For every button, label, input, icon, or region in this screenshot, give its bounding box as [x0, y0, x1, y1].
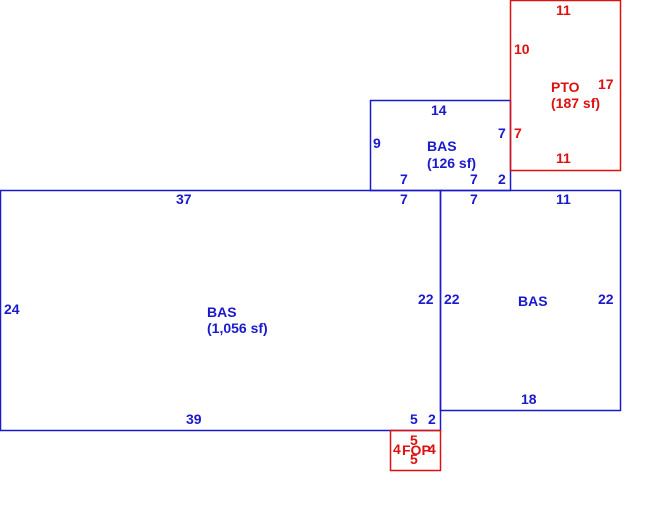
fop-outline — [389, 429, 442, 472]
dim-right-top-a: 7 — [470, 191, 478, 207]
dim-upper-bottom-a: 7 — [400, 171, 408, 187]
dim-upper-bottom-c: 2 — [498, 171, 506, 187]
pto-code: PTO — [551, 79, 580, 95]
right-bas-code: BAS — [518, 293, 548, 309]
upper-bas-code: BAS — [427, 138, 457, 154]
dim-upper-left: 9 — [373, 135, 381, 151]
dim-fop-right: 4 — [428, 441, 436, 457]
dim-right-top-b: 11 — [556, 191, 571, 207]
dim-main-left: 24 — [4, 301, 20, 317]
dim-right-right: 22 — [598, 291, 614, 307]
dim-fop-left: 4 — [393, 441, 401, 457]
main-bas-code: BAS — [207, 304, 237, 320]
dim-fop-bottom: 5 — [410, 451, 418, 467]
pto-area: (187 sf) — [551, 95, 600, 111]
pto-outline — [509, 0, 622, 172]
right-bas-outline — [439, 189, 622, 412]
dim-main-top: 37 — [176, 191, 192, 207]
dim-main-right: 22 — [418, 291, 434, 307]
dim-pto-left: 10 — [514, 41, 530, 57]
dim-pto-left-lower: 7 — [514, 125, 522, 141]
dim-upper-top: 14 — [431, 102, 447, 118]
dim-right-left: 22 — [444, 291, 460, 307]
dim-main-bottom: 39 — [186, 411, 202, 427]
dim-main-notch-top: 7 — [400, 191, 408, 207]
dim-pto-bottom: 11 — [556, 150, 571, 166]
dim-upper-bottom-b: 7 — [470, 171, 478, 187]
dim-fop-top: 5 — [410, 432, 418, 448]
fop-code: FOP — [402, 442, 431, 458]
upper-bas-area: (126 sf) — [427, 155, 476, 171]
dim-upper-right: 7 — [498, 125, 506, 141]
main-bas-area: (1,056 sf) — [207, 320, 268, 336]
dim-pto-top: 11 — [556, 2, 571, 18]
dim-right-bottom: 18 — [521, 391, 537, 407]
dim-pto-right: 17 — [598, 76, 614, 92]
dim-main-notch-bottom-a: 5 — [410, 411, 418, 427]
dim-main-notch-bottom-b: 2 — [428, 411, 436, 427]
